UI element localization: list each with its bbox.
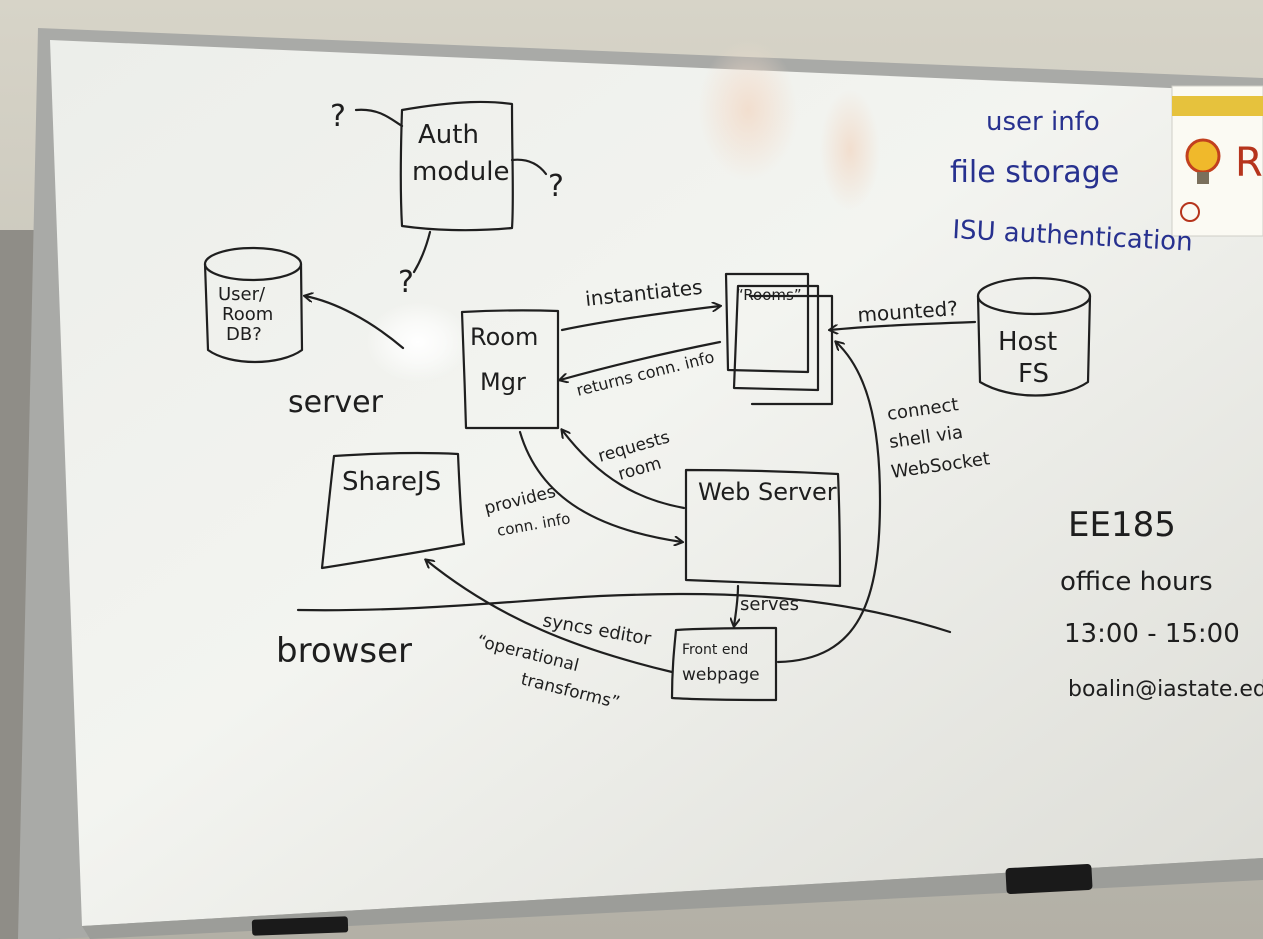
auth-module-box [399, 100, 514, 232]
instantiates-arrow [560, 306, 720, 332]
eraser [1005, 863, 1093, 895]
frontend-webpage-label-line1: Front end [682, 642, 748, 658]
auth-module-label-line2: module [412, 157, 509, 187]
server-section-label: server [288, 385, 384, 420]
serves-label: serves [740, 594, 799, 615]
server-to-db-arrow [305, 296, 405, 350]
frontend-webpage-box [670, 626, 778, 702]
host-fs-label-line2: FS [1018, 359, 1049, 389]
marker-on-tray [251, 916, 349, 936]
user-room-db-label-line3: DB? [226, 324, 262, 345]
syncs-editor-arrow [426, 560, 674, 674]
frontend-webpage-label-line2: webpage [682, 665, 760, 685]
rooms-stack [724, 272, 834, 406]
auth-left-line [354, 108, 404, 128]
poster-logo-icon [1180, 202, 1200, 222]
ceiling-light-reflection-2 [820, 90, 880, 210]
rooms-label: “Rooms” [736, 286, 802, 304]
websocket-arrow [776, 342, 882, 664]
sharejs-box [320, 451, 466, 570]
auth-down-line [412, 230, 432, 274]
mounted-arrow [830, 320, 977, 330]
web-server-label: Web Server [698, 478, 837, 506]
provides-conn-info-arrow [518, 430, 682, 542]
requests-room-arrow [562, 430, 686, 510]
auth-question-right: ? [548, 169, 564, 204]
user-room-db-cylinder [203, 246, 304, 364]
office-hours-title: office hours [1060, 567, 1213, 597]
returns-conn-info-arrow [560, 340, 722, 380]
board-surface [50, 40, 1263, 926]
ceiling-light-reflection [698, 40, 798, 180]
poster: R [1171, 85, 1263, 237]
auth-question-below: ? [398, 265, 414, 300]
marker-tray [82, 858, 1263, 939]
auth-module-label-line1: Auth [418, 120, 479, 150]
poster-letter: R [1235, 140, 1263, 186]
office-hours-course: EE185 [1068, 505, 1176, 545]
browser-section-label: browser [276, 631, 412, 671]
host-fs-label-line1: Host [998, 327, 1057, 357]
room-mgr-label-line2: Mgr [480, 368, 526, 396]
auth-right-line [510, 158, 548, 176]
note-file-storage: file storage [950, 155, 1119, 190]
serves-arrow [734, 584, 738, 626]
user-room-db-label-line2: Room [222, 304, 273, 325]
web-server-box [684, 468, 842, 588]
office-hours-email: boalin@iastate.ed [1068, 677, 1263, 702]
lightbulb-icon [1185, 138, 1221, 174]
sharejs-label: ShareJS [342, 467, 441, 497]
office-hours-time: 13:00 - 15:00 [1064, 619, 1240, 649]
server-browser-divider [296, 592, 952, 634]
auth-question-left: ? [330, 99, 346, 134]
room-mgr-label-line1: Room [470, 323, 538, 351]
user-room-db-label-line1: User/ [218, 284, 266, 305]
note-user-info: user info [986, 107, 1100, 137]
room-mgr-box [460, 309, 560, 430]
glare-spot [366, 302, 470, 382]
host-fs-cylinder [976, 276, 1092, 397]
